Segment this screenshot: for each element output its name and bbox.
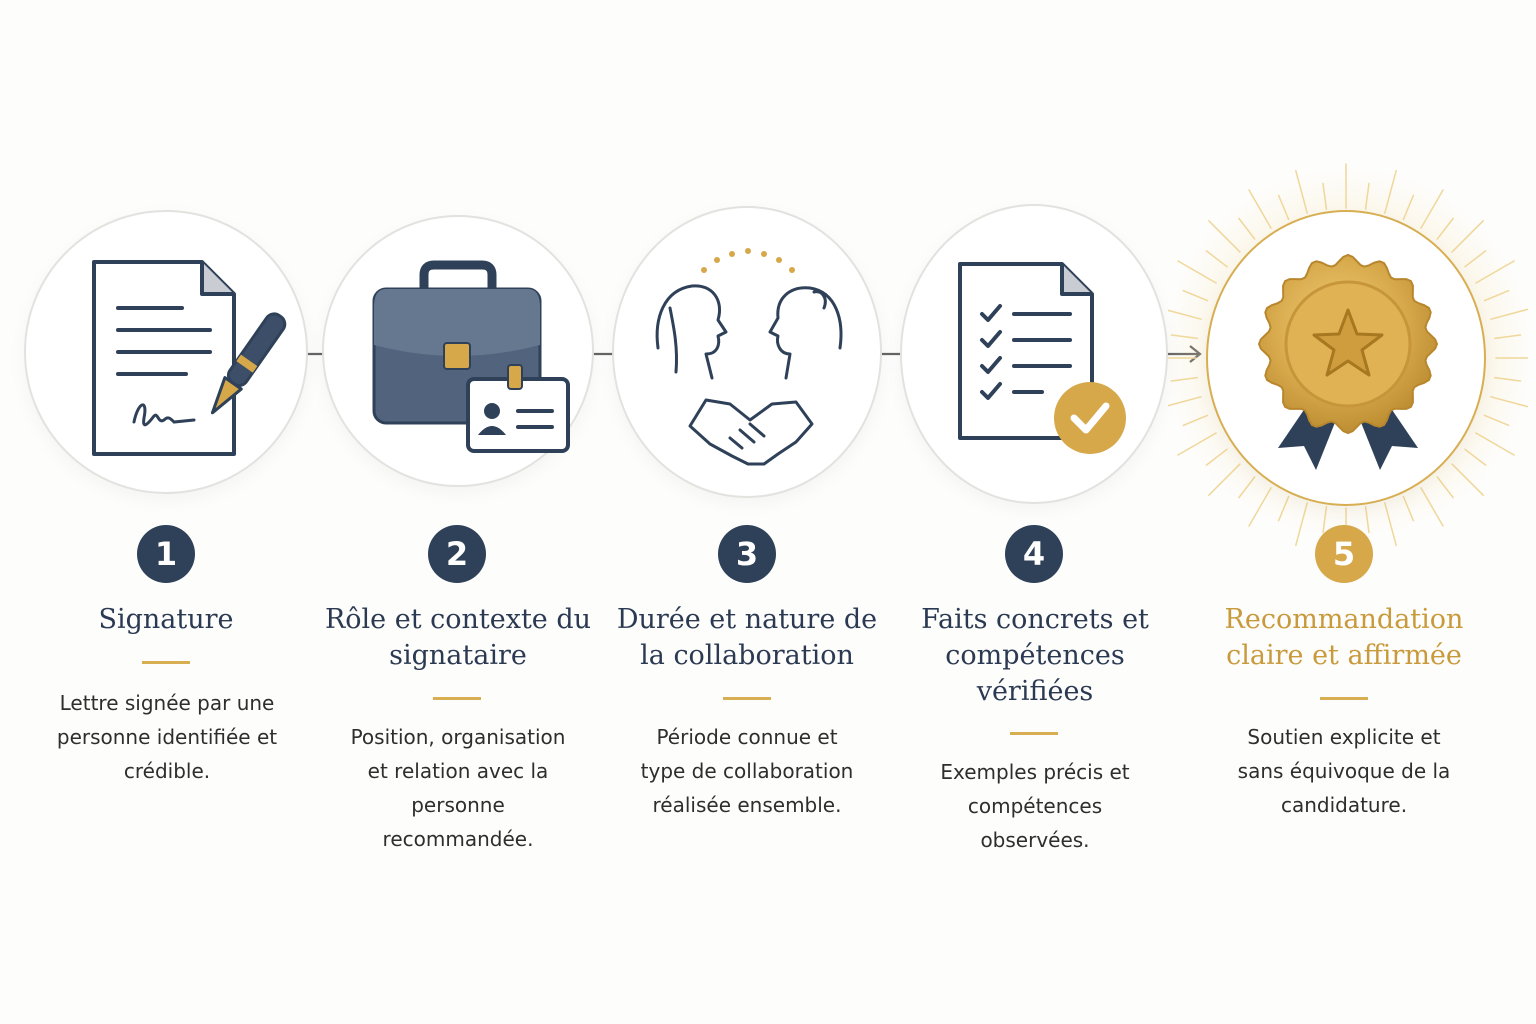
sun-ray: [1490, 396, 1528, 408]
checklist-check-icon: [958, 262, 1126, 454]
step-3-circle: [612, 206, 882, 498]
sun-ray: [1402, 194, 1415, 221]
sun-ray: [1322, 505, 1328, 534]
sun-ray: [1364, 505, 1370, 534]
sun-ray: [1238, 476, 1256, 499]
step-1-divider: [142, 661, 190, 664]
step-5-divider: [1320, 697, 1368, 700]
sun-ray: [1322, 182, 1328, 211]
sun-ray: [1483, 414, 1510, 427]
step-3-divider: [723, 697, 771, 700]
step-2-divider: [433, 697, 481, 700]
sun-ray: [1277, 495, 1290, 522]
sun-ray: [1493, 376, 1522, 382]
step-2-circle: [322, 215, 594, 487]
sun-ray: [1208, 220, 1241, 253]
step-1-circle: [24, 210, 308, 494]
sun-ray: [1420, 189, 1444, 229]
people-handshake-icon: [655, 248, 843, 466]
step-2-description: Position, organisation et relation avec …: [350, 725, 566, 851]
step-1-description: Lettre signée par une personne identifié…: [56, 691, 278, 783]
briefcase-id-card-icon: [372, 260, 570, 453]
sun-ray: [1295, 502, 1308, 547]
step-5-circle: [1206, 210, 1486, 506]
sun-ray: [1277, 194, 1290, 221]
sun-ray: [1420, 487, 1444, 527]
sun-ray: [1177, 432, 1217, 456]
sun-ray: [1475, 260, 1515, 284]
signed-document-pen-icon: [92, 260, 287, 456]
sun-ray: [1208, 463, 1241, 496]
step-2-title: Rôle et contexte du signataire: [324, 604, 592, 671]
step-4-circle: [900, 204, 1168, 504]
step-4-title: Faits concrets et compétences vérifiées: [921, 604, 1149, 707]
sun-ray: [1248, 189, 1272, 229]
sun-ray: [1182, 414, 1209, 427]
sun-ray: [1295, 169, 1308, 214]
sun-ray: [1205, 250, 1228, 268]
gold-seal-ribbon-icon: [1257, 253, 1439, 470]
step-3-description: Période connue et type de collaboration …: [640, 725, 854, 817]
sun-ray: [1464, 250, 1487, 268]
sun-ray: [1451, 220, 1484, 253]
sun-ray: [1177, 260, 1217, 284]
sun-ray: [1402, 495, 1415, 522]
sun-ray: [1384, 502, 1397, 547]
sun-ray: [1182, 289, 1209, 302]
sun-ray: [1483, 289, 1510, 302]
sun-ray: [1205, 448, 1228, 466]
step-4-divider: [1010, 732, 1058, 735]
sun-ray: [1170, 334, 1199, 340]
sun-ray: [1384, 169, 1397, 214]
step-4-description: Exemples précis et compétences observées…: [940, 760, 1130, 852]
sun-ray: [1248, 487, 1272, 527]
sun-ray: [1168, 309, 1202, 320]
sun-ray: [1475, 432, 1515, 456]
step-5-description: Soutien explicite et sans équivoque de l…: [1237, 725, 1451, 817]
sun-ray: [1436, 476, 1454, 499]
sunburst-rays: [1168, 163, 1528, 550]
sun-ray: [1493, 334, 1522, 340]
sun-ray: [1170, 376, 1199, 382]
sun-ray: [1436, 217, 1454, 240]
step-2-number: 2: [428, 525, 486, 583]
step-1-number: 1: [137, 525, 195, 583]
step-5-number: 5: [1315, 525, 1373, 583]
step-3-number: 3: [718, 525, 776, 583]
sun-ray: [1464, 448, 1487, 466]
sun-ray: [1490, 308, 1528, 320]
sun-ray: [1238, 217, 1256, 240]
step-4-number: 4: [1005, 525, 1063, 583]
sun-ray: [1168, 396, 1202, 407]
step-1-title: Signature: [98, 604, 234, 635]
sun-ray: [1364, 182, 1370, 211]
step-5-title: Recommandation claire et affirmée: [1224, 604, 1464, 671]
sun-ray: [1451, 463, 1484, 496]
step-3-title: Durée et nature de la collaboration: [616, 604, 878, 671]
